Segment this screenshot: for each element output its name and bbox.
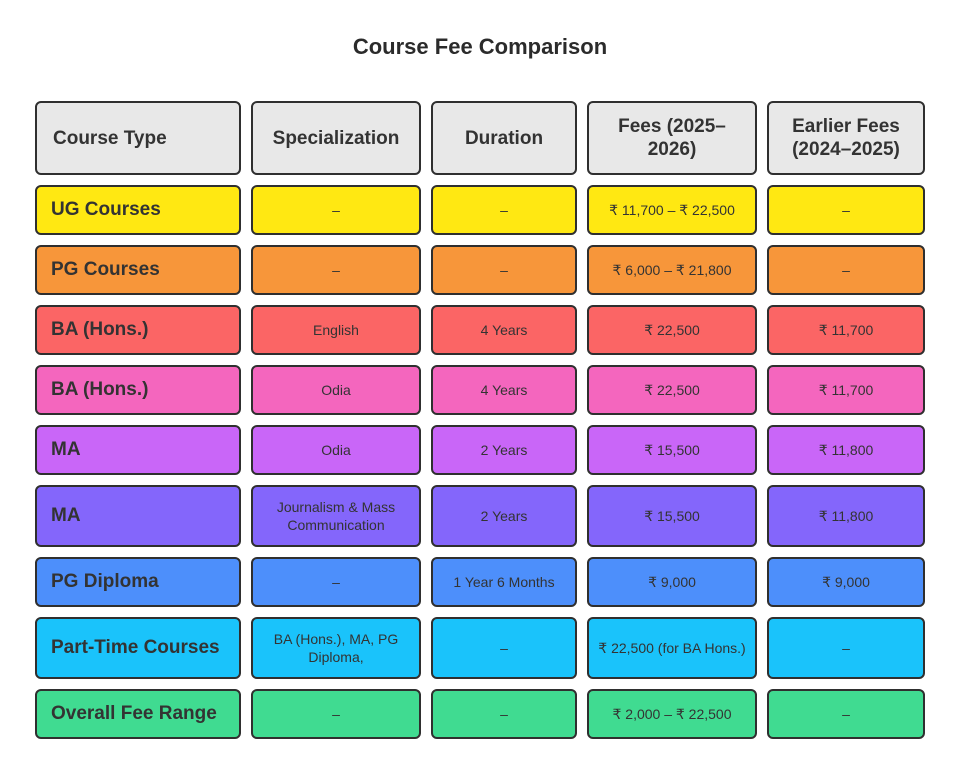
row-part-time-earlier-fees: – — [767, 617, 925, 679]
header-course-type: Course Type — [35, 101, 241, 175]
row-ba-odia-fees: ₹ 22,500 — [587, 365, 757, 415]
row-ma-journalism-duration: 2 Years — [431, 485, 577, 547]
row-ma-odia-specialization: Odia — [251, 425, 421, 475]
row-pg-diploma-fees: ₹ 9,000 — [587, 557, 757, 607]
row-ma-odia-duration: 2 Years — [431, 425, 577, 475]
row-pg-diploma-course-type: PG Diploma — [35, 557, 241, 607]
row-pg-duration: – — [431, 245, 577, 295]
row-pg-diploma-duration: 1 Year 6 Months — [431, 557, 577, 607]
row-ma-odia-course-type: MA — [35, 425, 241, 475]
row-ba-odia-course-type: BA (Hons.) — [35, 365, 241, 415]
row-ug-specialization: – — [251, 185, 421, 235]
row-ma-odia-earlier-fees: ₹ 11,800 — [767, 425, 925, 475]
row-ug-course-type: UG Courses — [35, 185, 241, 235]
row-ug-earlier-fees: – — [767, 185, 925, 235]
row-ba-english-specialization: English — [251, 305, 421, 355]
row-ma-journalism-earlier-fees: ₹ 11,800 — [767, 485, 925, 547]
row-ma-journalism-fees: ₹ 15,500 — [587, 485, 757, 547]
header-earlier-fees: Earlier Fees (2024–2025) — [767, 101, 925, 175]
row-ma-journalism-specialization: Journalism & Mass Communication — [251, 485, 421, 547]
row-pg-course-type: PG Courses — [35, 245, 241, 295]
row-overall-course-type: Overall Fee Range — [35, 689, 241, 739]
row-pg-diploma-earlier-fees: ₹ 9,000 — [767, 557, 925, 607]
header-duration: Duration — [431, 101, 577, 175]
row-ug-duration: – — [431, 185, 577, 235]
row-part-time-fees: ₹ 22,500 (for BA Hons.) — [587, 617, 757, 679]
row-part-time-course-type: Part-Time Courses — [35, 617, 241, 679]
row-part-time-duration: – — [431, 617, 577, 679]
row-overall-earlier-fees: – — [767, 689, 925, 739]
row-ba-english-duration: 4 Years — [431, 305, 577, 355]
row-pg-earlier-fees: – — [767, 245, 925, 295]
row-overall-specialization: – — [251, 689, 421, 739]
header-fees-2025-2026: Fees (2025–2026) — [587, 101, 757, 175]
row-ba-odia-earlier-fees: ₹ 11,700 — [767, 365, 925, 415]
row-pg-diploma-specialization: – — [251, 557, 421, 607]
row-ma-odia-fees: ₹ 15,500 — [587, 425, 757, 475]
row-part-time-specialization: BA (Hons.), MA, PG Diploma, — [251, 617, 421, 679]
row-ba-english-fees: ₹ 22,500 — [587, 305, 757, 355]
row-overall-fees: ₹ 2,000 – ₹ 22,500 — [587, 689, 757, 739]
row-ba-english-course-type: BA (Hons.) — [35, 305, 241, 355]
row-ba-odia-duration: 4 Years — [431, 365, 577, 415]
row-pg-fees: ₹ 6,000 – ₹ 21,800 — [587, 245, 757, 295]
header-specialization: Specialization — [251, 101, 421, 175]
row-ma-journalism-course-type: MA — [35, 485, 241, 547]
row-ug-fees: ₹ 11,700 – ₹ 22,500 — [587, 185, 757, 235]
chart-title: Course Fee Comparison — [352, 34, 608, 59]
row-overall-duration: – — [431, 689, 577, 739]
row-pg-specialization: – — [251, 245, 421, 295]
row-ba-odia-specialization: Odia — [251, 365, 421, 415]
row-ba-english-earlier-fees: ₹ 11,700 — [767, 305, 925, 355]
